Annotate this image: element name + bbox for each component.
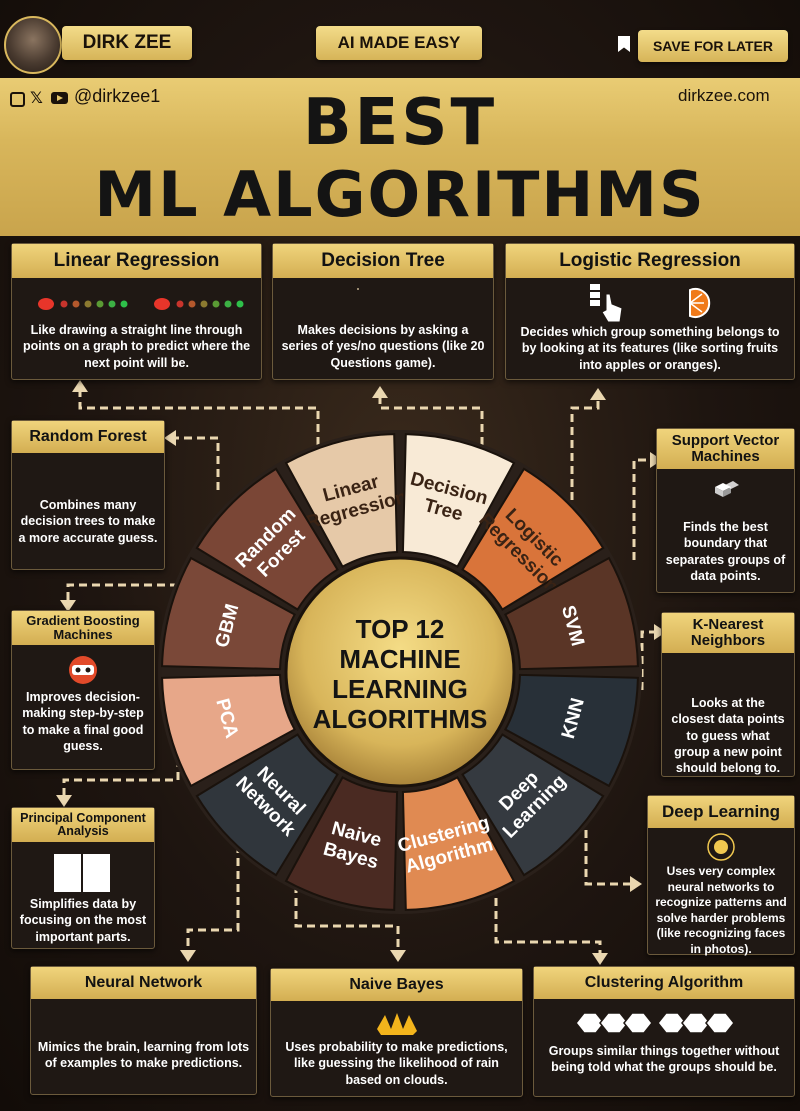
wheel-segment-10[interactable] <box>161 556 296 671</box>
connector-linear <box>78 385 320 445</box>
card-description: Groups similar things together without b… <box>548 1044 780 1075</box>
wheel-segment-7[interactable] <box>284 776 399 911</box>
wheel-segment-1[interactable] <box>401 433 516 568</box>
page-title-line1: BEST <box>302 86 498 160</box>
card-clustering: Clustering Algorithm Groups similar thin… <box>533 966 795 1097</box>
card-title: Logistic Regression <box>506 244 794 278</box>
wheel-segment-9[interactable] <box>161 673 296 788</box>
tagline-badge: AI MADE EASY <box>316 26 482 60</box>
clusters-icon <box>575 1012 735 1034</box>
connector-svm <box>632 458 652 560</box>
connector-cluster <box>494 885 602 958</box>
youtube-play-icon <box>57 95 63 101</box>
card-description: Like drawing a straight line through poi… <box>22 323 251 370</box>
card-title: Linear Regression <box>12 244 261 278</box>
wheel-segment-2[interactable] <box>461 467 605 611</box>
card-title: Naive Bayes <box>271 969 522 1001</box>
center-title-line: TOP 12 <box>356 614 445 644</box>
card-title: Decision Tree <box>273 244 493 278</box>
wheel-segment-5[interactable] <box>461 733 605 877</box>
card-description: Uses probability to make predictions, li… <box>285 1040 508 1087</box>
connector-bayes <box>294 885 400 955</box>
connector-tree <box>378 390 484 445</box>
card-knn: K-Nearest Neighbors Looks at the closest… <box>661 612 795 777</box>
card-description: Decides which group something belongs to… <box>520 325 780 372</box>
connector-deep <box>584 830 630 886</box>
card-description: Mimics the brain, learning from lots of … <box>37 1040 250 1071</box>
card-title: Support Vector Machines <box>657 429 794 469</box>
wheel-center-disc <box>284 556 516 788</box>
wheel-segment-8[interactable] <box>195 733 339 877</box>
center-title-line: ALGORITHMS <box>313 704 488 734</box>
card-title: Deep Learning <box>648 796 794 828</box>
card-svm: Support Vector Machines Finds the best b… <box>656 428 795 593</box>
website-link[interactable]: dirkzee.com <box>678 86 770 105</box>
center-title-line: LEARNING <box>332 674 468 704</box>
author-badge[interactable]: DIRK ZEE <box>62 26 192 60</box>
card-gbm: Gradient Boosting Machines Improves deci… <box>11 610 155 770</box>
book-icon <box>54 854 110 892</box>
avatar[interactable] <box>4 16 62 74</box>
connector-logistic <box>570 392 600 500</box>
card-neural-network: Neural Network Mimics the brain, learnin… <box>30 966 257 1095</box>
connector-neural <box>186 845 240 955</box>
card-description: Simplifies data by focusing on the most … <box>19 897 147 944</box>
card-random-forest: Random Forest Combines many decision tre… <box>11 420 165 570</box>
bookmark-icon[interactable] <box>618 36 630 52</box>
target-icon <box>707 833 735 861</box>
card-deep-learning: Deep Learning Uses very complex neural n… <box>647 795 795 956</box>
card-linear-regression: Linear Regression Like drawing a straigh… <box>11 243 262 380</box>
card-logistic-regression: Logistic Regression Decides which group … <box>505 243 795 380</box>
card-description: Makes decisions by asking a series of ye… <box>281 323 485 370</box>
sorting-hand-icon <box>590 284 623 323</box>
wheel-segment-6[interactable] <box>401 776 516 911</box>
wheel-segment-11[interactable] <box>195 467 339 611</box>
tree-dot-icon <box>357 288 359 290</box>
card-description: Finds the best boundary that separates g… <box>665 520 786 583</box>
scatter-dots-icon <box>38 298 244 310</box>
page-title-line2: ML ALGORITHMS <box>94 158 706 231</box>
card-title: Principal Component Analysis <box>12 808 154 842</box>
title-banner <box>0 78 800 236</box>
card-title: K-Nearest Neighbors <box>662 613 794 653</box>
wheel-segment-4[interactable] <box>504 673 639 788</box>
card-decision-tree: Decision Tree Makes decisions by asking … <box>272 243 494 380</box>
x-icon[interactable]: 𝕏 <box>30 90 43 107</box>
card-description: Uses very complex neural networks to rec… <box>655 864 787 956</box>
center-title-line: MACHINE <box>339 644 460 674</box>
card-description: Improves decision-making step-by-step to… <box>22 690 144 753</box>
wheel-segment-3[interactable] <box>504 556 639 671</box>
instagram-icon[interactable] <box>10 92 25 107</box>
boundary-cubes-icon <box>715 481 739 497</box>
card-pca: Principal Component Analysis Simplifies … <box>11 807 155 949</box>
save-for-later-button[interactable]: SAVE FOR LATER <box>638 30 788 62</box>
card-title: Neural Network <box>31 967 256 999</box>
card-naive-bayes: Naive Bayes Uses probability to make pre… <box>270 968 523 1097</box>
connector-forest <box>176 436 220 490</box>
card-title: Clustering Algorithm <box>534 967 794 999</box>
connector-gbm <box>66 583 178 605</box>
wheel-segment-0[interactable] <box>284 433 399 568</box>
robot-icon <box>69 656 97 684</box>
connector-knn <box>640 630 656 690</box>
orange-slice-icon <box>689 288 711 318</box>
card-description: Looks at the closest data points to gues… <box>671 696 785 775</box>
probability-hand-icon <box>377 1013 417 1035</box>
card-title: Random Forest <box>12 421 164 453</box>
card-title: Gradient Boosting Machines <box>12 611 154 645</box>
social-handle[interactable]: @dirkzee1 <box>74 86 161 106</box>
card-description: Combines many decision trees to make a m… <box>18 498 158 545</box>
